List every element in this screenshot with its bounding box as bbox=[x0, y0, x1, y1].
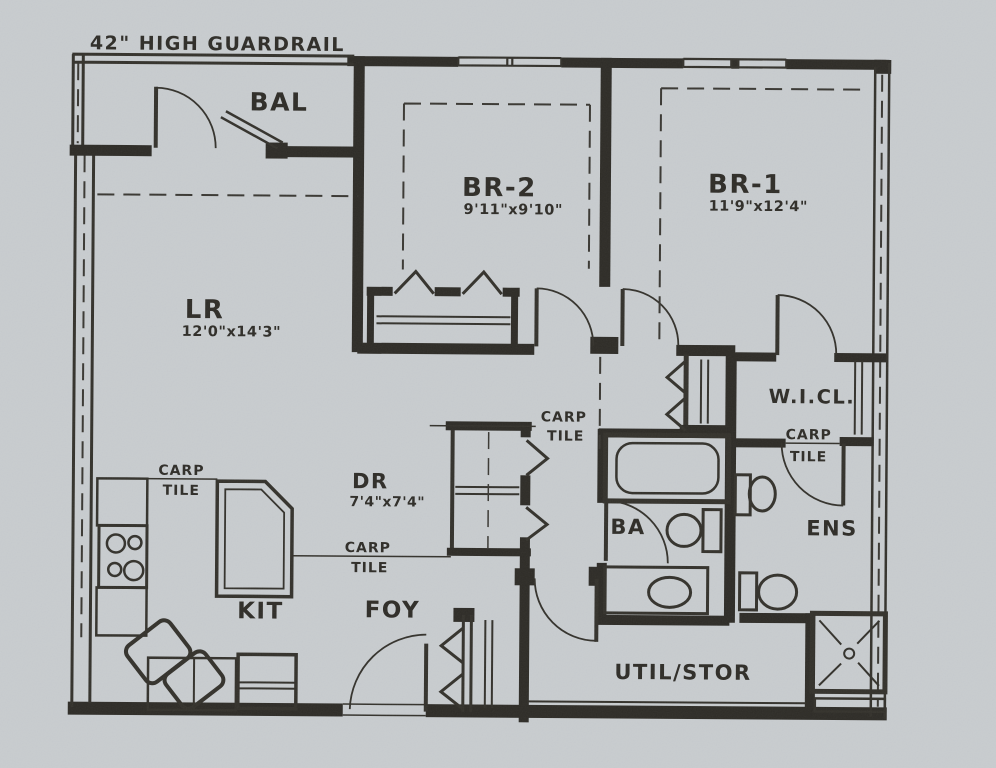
paper-grain-overlay bbox=[0, 0, 996, 768]
floor-plan-canvas: 42" HIGH GUARDRAIL BAL BR-2 9'11"x9'10" … bbox=[0, 0, 996, 768]
